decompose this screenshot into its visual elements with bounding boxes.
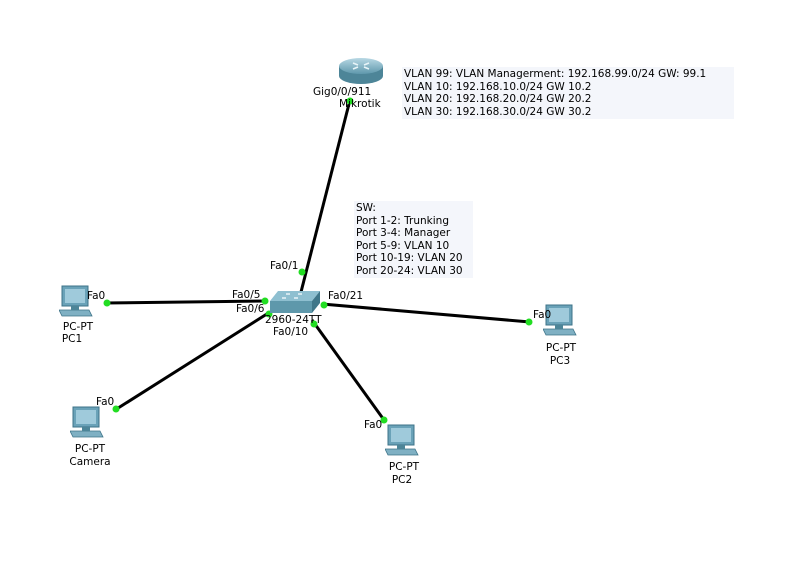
switch-device[interactable] — [268, 289, 322, 315]
camera-port-label: Fa0 — [96, 396, 115, 408]
switch-model-label: 2960-24TT — [265, 314, 322, 326]
switch-note-line: Port 3-4: Manager — [356, 227, 451, 239]
switch-note-line: Port 10-19: VLAN 20 — [356, 252, 463, 264]
port-led-pc3 — [525, 318, 533, 326]
camera-type-label: PC-PT — [74, 443, 106, 455]
port-led-pc1 — [103, 299, 111, 307]
pc3-device[interactable] — [542, 304, 577, 338]
pc1-name-label: PC1 — [61, 333, 83, 345]
pc1-port-label: Fa0 — [87, 290, 106, 302]
port-led-sw-fa010 — [310, 320, 318, 328]
router-port-label: Gig0/0/911 — [313, 86, 372, 98]
pc2-port-label: Fa0 — [364, 419, 383, 431]
link-switch-pc3[interactable] — [321, 302, 531, 324]
vlan-note-line: VLAN 99: VLAN Managerment: 192.168.99.0/… — [404, 68, 707, 80]
switch-port-fa021: Fa0/21 — [328, 290, 364, 302]
router-name-label: Mikrotik — [339, 98, 381, 110]
port-led-pc2 — [380, 416, 388, 424]
switch-port-fa06: Fa0/6 — [236, 303, 265, 315]
switch-port-fa010: Fa0/10 — [273, 326, 309, 338]
pc2-device[interactable] — [384, 424, 419, 458]
pc1-device[interactable] — [58, 285, 93, 319]
port-led-camera — [112, 405, 120, 413]
port-led-sw-fa021 — [320, 301, 328, 309]
router-icon — [339, 58, 383, 84]
link-switch-pc2[interactable] — [310, 319, 386, 421]
pc2-name-label: PC2 — [391, 474, 413, 486]
camera-name-label: Camera — [69, 456, 111, 468]
camera-device[interactable] — [69, 406, 104, 440]
switch-port-fa01: Fa0/1 — [270, 260, 299, 272]
pc2-type-label: PC-PT — [388, 461, 420, 473]
pc3-port-label: Fa0 — [533, 309, 552, 321]
port-led-sw-fa05 — [261, 297, 269, 305]
switch-note-line: SW: — [356, 202, 376, 214]
pc1-type-label: PC-PT — [62, 321, 94, 333]
pc-icon — [69, 406, 104, 438]
switch-note-line: Port 20-24: VLAN 30 — [356, 264, 463, 277]
port-led-sw-fa01 — [298, 268, 306, 276]
link-router-switch[interactable] — [299, 99, 352, 293]
vlan-note-line: VLAN 20: 192.168.20.0/24 GW 20.2 — [404, 93, 592, 105]
pc3-type-label: PC-PT — [545, 342, 577, 354]
switch-note-line: Port 1-2: Trunking — [356, 214, 449, 227]
pc3-name-label: PC3 — [549, 355, 571, 367]
link-switch-pc1[interactable] — [104, 299, 268, 305]
link-switch-camera[interactable] — [114, 310, 271, 412]
vlan-note[interactable]: VLAN 99: VLAN Managerment: 192.168.99.0/… — [402, 67, 734, 119]
pc-icon — [542, 304, 577, 336]
switch-port-fa05: Fa0/5 — [232, 289, 261, 301]
pc-icon — [58, 285, 93, 317]
vlan-note-line: VLAN 10: 192.168.10.0/24 GW 10.2 — [404, 80, 592, 93]
router-device[interactable] — [337, 56, 385, 86]
vlan-note-line: VLAN 30: 192.168.30.0/24 GW 30.2 — [404, 105, 592, 118]
switch-icon — [270, 291, 320, 313]
switch-note-line: Port 5-9: VLAN 10 — [356, 239, 450, 252]
port-led-router — [346, 97, 354, 105]
switch-port-note[interactable]: SW: Port 1-2: Trunking Port 3-4: Manager… — [354, 201, 473, 278]
pc-icon — [384, 424, 419, 456]
